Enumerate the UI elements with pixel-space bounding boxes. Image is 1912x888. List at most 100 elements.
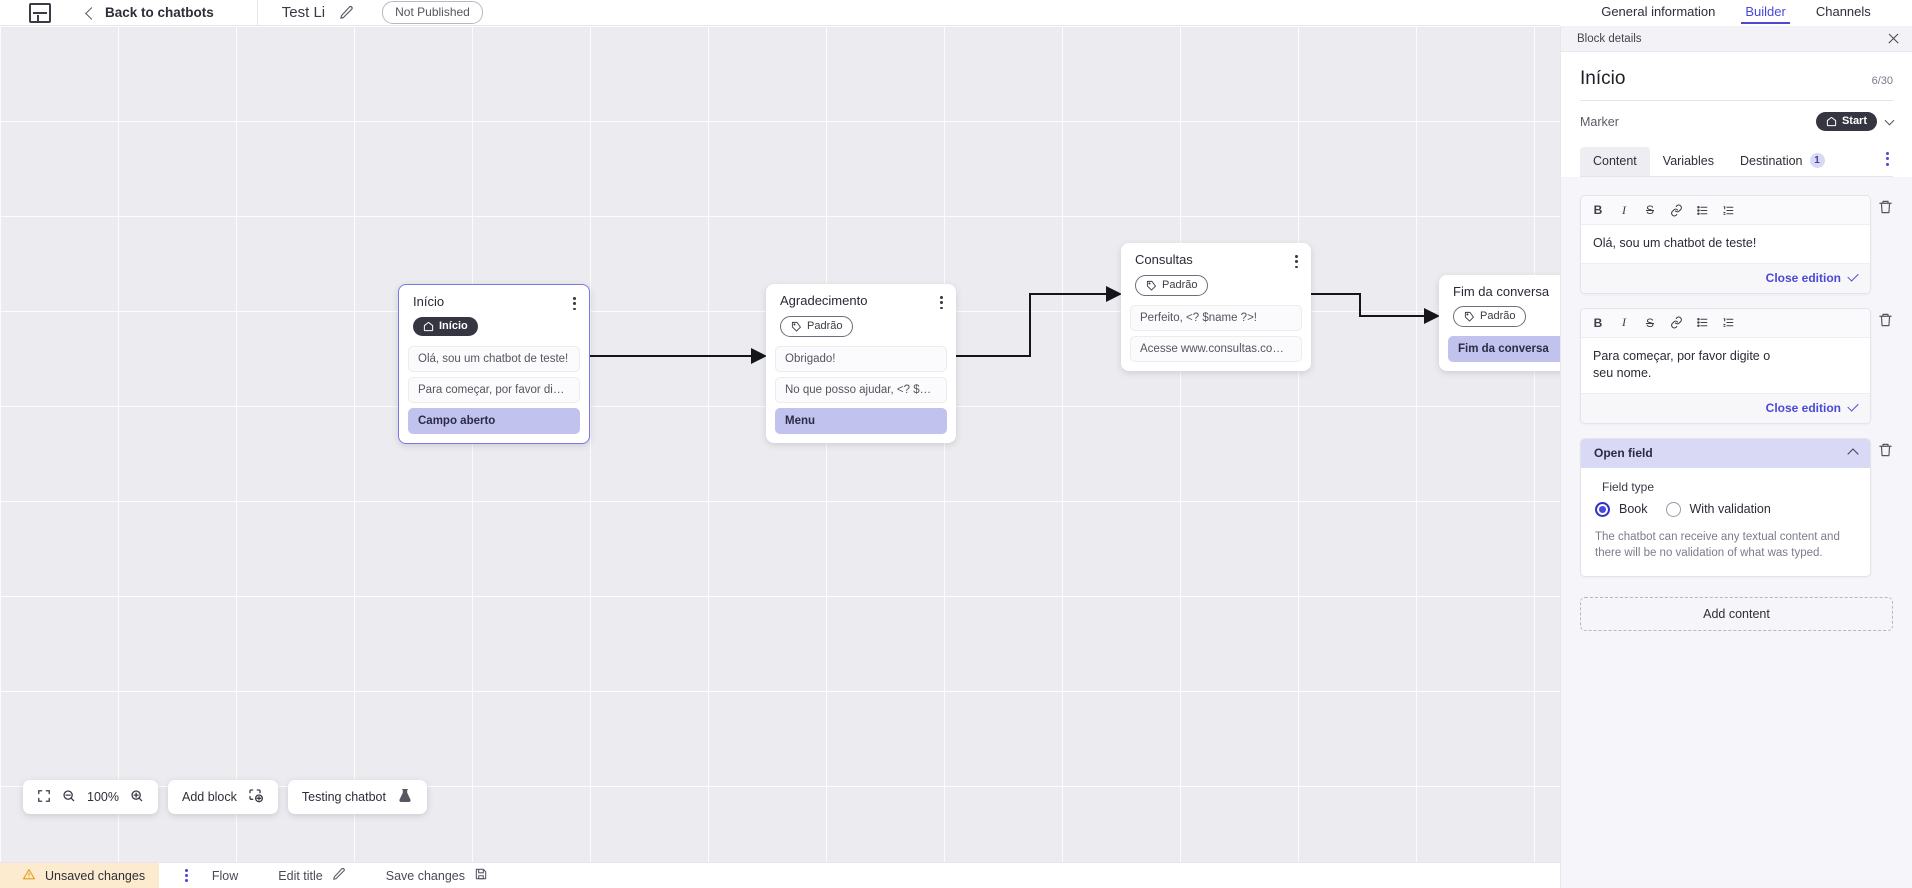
edit-title-label: Edit title (278, 868, 323, 883)
open-field-card: Open field Field type Book With validati… (1580, 437, 1871, 577)
testing-chatbot-button[interactable]: Testing chatbot (287, 780, 427, 814)
open-field-header[interactable]: Open field (1581, 438, 1870, 468)
tabs-divider (1580, 176, 1893, 177)
bullet-list-icon[interactable] (1691, 313, 1713, 333)
strikethrough-icon[interactable]: S (1645, 203, 1654, 217)
bullet-list-icon[interactable] (1691, 200, 1713, 220)
chevron-up-icon[interactable] (1847, 448, 1859, 460)
flow-button[interactable]: Flow (212, 869, 238, 883)
flow-node-inicio[interactable]: Início Início Olá, sou um chatbot de tes… (398, 284, 590, 444)
node-row[interactable]: Menu (775, 408, 947, 435)
back-to-chatbots-button[interactable]: Back to chatbots (85, 5, 214, 20)
marker-value: Start (1841, 115, 1867, 127)
numbered-list-icon[interactable] (1717, 313, 1739, 333)
node-row[interactable]: Obrigado! (775, 346, 947, 373)
node-rows: Fim da conversa (1439, 336, 1560, 362)
radio-option-with-validation[interactable]: With validation (1665, 501, 1771, 517)
delete-block-icon[interactable] (1878, 199, 1893, 215)
node-tag-label: Padrão (1480, 310, 1516, 322)
edit-title-button[interactable]: Edit title (278, 867, 345, 884)
flow-edges (590, 286, 1440, 364)
bold-icon[interactable]: B (1593, 203, 1603, 217)
unsaved-changes-badge: Unsaved changes (0, 862, 160, 888)
add-block-label: Add block (181, 790, 237, 804)
field-type-label: Field type (1602, 479, 1655, 494)
content-block-open-field: Open field Field type Book With validati… (1580, 437, 1893, 577)
editor-text[interactable]: Olá, sou um chatbot de teste! (1593, 236, 1757, 250)
chevron-left-icon (85, 6, 98, 20)
node-row[interactable]: No que posso ajudar, <? $name ... (775, 377, 947, 404)
tab-variables-label: Variables (1662, 154, 1714, 168)
zoom-level-label: 100% (87, 790, 119, 804)
zoom-in-icon[interactable] (130, 789, 144, 806)
node-row[interactable]: Para começar, por favor digite o ... (408, 376, 580, 403)
node-rows: Obrigado! No que posso ajudar, <? $name … (766, 346, 956, 435)
flow-node-consultas[interactable]: Consultas Padrão Perfeito, <? $name ?>! … (1121, 243, 1311, 372)
add-content-button[interactable]: Add content (1580, 596, 1893, 631)
panel-bar-title: Block details (1577, 32, 1642, 45)
italic-icon[interactable]: I (1622, 202, 1626, 217)
strikethrough-icon[interactable]: S (1645, 315, 1654, 330)
content-block-2: B I S Para começar, por favor digite o s… (1580, 307, 1893, 424)
node-header: Fim da conversa (1439, 284, 1560, 299)
node-menu-kebab-icon[interactable] (940, 293, 943, 310)
top-header: Back to chatbots Test Li Not Published (0, 0, 1560, 26)
panel-kebab-icon[interactable] (1882, 151, 1893, 176)
flow-node-agradecimento[interactable]: Agradecimento Padrão Obrigado! No que po… (766, 284, 956, 444)
tab-destination[interactable]: Destination 1 (1727, 146, 1838, 176)
status-kebab-icon[interactable] (185, 868, 188, 883)
italic-icon[interactable]: I (1622, 315, 1626, 330)
tab-content-label: Content (1593, 154, 1637, 168)
close-icon[interactable] (1887, 32, 1900, 45)
node-menu-kebab-icon[interactable] (573, 294, 576, 311)
close-edition-button[interactable]: Close edition (1765, 270, 1841, 285)
title-divider (1580, 100, 1893, 101)
node-row[interactable]: Perfeito, <? $name ?>! (1130, 305, 1302, 332)
node-header: Início (399, 294, 589, 311)
flow-node-fim-da-conversa[interactable]: Fim da conversa Padrão Fim da conversa (1439, 275, 1560, 371)
node-row[interactable]: Campo aberto (408, 407, 580, 434)
edit-title-pencil-icon[interactable] (339, 5, 354, 20)
delete-block-icon[interactable] (1878, 442, 1893, 458)
flow-canvas[interactable]: Início Início Olá, sou um chatbot de tes… (0, 26, 1560, 862)
radio-with-validation-input[interactable] (1665, 501, 1681, 517)
node-row[interactable]: Acesse www.consultas.com par... (1130, 336, 1302, 363)
radio-option-book[interactable]: Book (1595, 501, 1648, 517)
rich-text-editor[interactable]: B I S Para começar, por favor digite o s… (1580, 307, 1871, 424)
nav-tab-general-information[interactable]: General information (1601, 4, 1716, 19)
publish-status-badge: Not Published (382, 1, 483, 24)
marker-badge[interactable]: Start (1815, 112, 1877, 131)
app-logo[interactable] (25, 0, 55, 26)
editor-text[interactable]: Para começar, por favor digite o seu nom… (1593, 348, 1771, 380)
link-icon[interactable] (1665, 313, 1687, 333)
add-block-button[interactable]: Add block (167, 780, 278, 814)
save-changes-button[interactable]: Save changes (386, 867, 488, 884)
chatbot-title: Test Li (281, 4, 326, 21)
numbered-list-icon[interactable] (1717, 200, 1739, 220)
open-field-description: The chatbot can receive any textual cont… (1595, 530, 1840, 560)
tab-variables[interactable]: Variables (1650, 147, 1727, 176)
node-row[interactable]: Fim da conversa (1448, 336, 1560, 362)
link-icon[interactable] (1665, 200, 1687, 220)
flow-label: Flow (211, 868, 239, 883)
close-edition-button[interactable]: Close edition (1765, 400, 1841, 415)
check-icon (1847, 270, 1859, 283)
node-title: Início (413, 294, 445, 309)
tab-content[interactable]: Content (1580, 147, 1650, 176)
back-to-chatbots-label: Back to chatbots (105, 5, 214, 20)
nav-tab-builder[interactable]: Builder (1741, 4, 1791, 24)
node-row[interactable]: Olá, sou um chatbot de teste! (408, 345, 580, 372)
radio-book-input[interactable] (1595, 501, 1610, 517)
node-menu-kebab-icon[interactable] (1295, 252, 1298, 269)
nav-tab-channels[interactable]: Channels (1815, 4, 1871, 19)
tab-destination-label: Destination (1739, 153, 1803, 168)
zoom-out-icon[interactable] (62, 789, 76, 806)
bold-icon[interactable]: B (1593, 315, 1603, 330)
delete-block-icon[interactable] (1878, 312, 1893, 328)
rich-text-editor[interactable]: B I S Olá, sou um chatbot de teste! Clo (1580, 195, 1871, 294)
marker-label: Marker (1580, 114, 1619, 129)
chevron-down-icon[interactable] (1884, 115, 1895, 125)
flask-icon (397, 787, 413, 807)
field-type-radio-group: Book With validation (1595, 501, 1856, 517)
fullscreen-icon[interactable] (37, 789, 51, 806)
